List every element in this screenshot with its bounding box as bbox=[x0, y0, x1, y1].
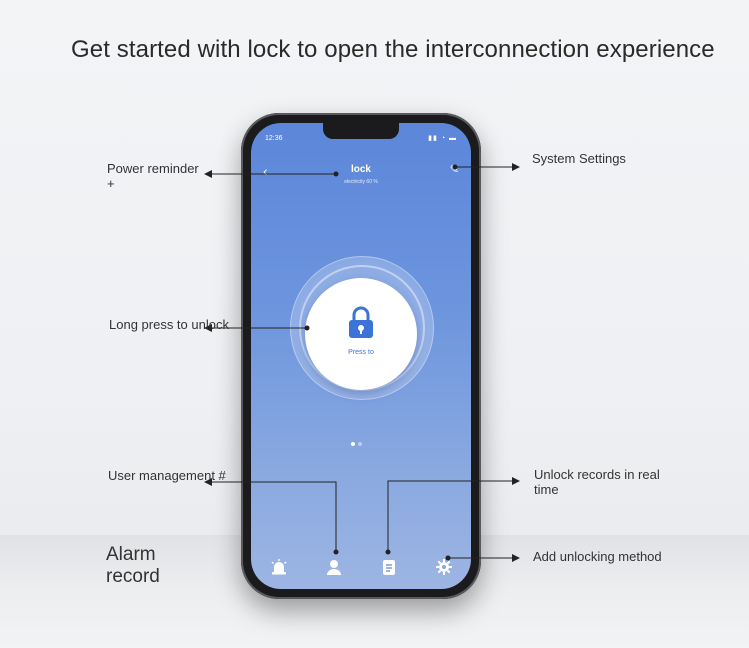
power-reminder-text: electricity 60 % bbox=[344, 179, 378, 185]
records-icon[interactable] bbox=[377, 555, 401, 579]
edit-icon[interactable]: ✎ bbox=[449, 164, 459, 176]
page-indicator bbox=[351, 433, 365, 451]
padlock-icon bbox=[349, 306, 373, 338]
page-headline: Get started with lock to open the interc… bbox=[71, 36, 715, 63]
bottom-tab-bar bbox=[251, 545, 471, 589]
callout-unlock-records: Unlock records in real time bbox=[534, 467, 660, 497]
callout-long-press: Long press to unlock bbox=[109, 317, 229, 332]
callout-user-management: User management # bbox=[108, 468, 226, 483]
phone-screen: 12:36 ▮▮ ◔ ▬ ‹ lock electricity 60 % ✎ P… bbox=[251, 123, 471, 589]
status-time: 12:36 bbox=[265, 135, 283, 142]
chevron-left-icon[interactable]: ‹ bbox=[263, 163, 268, 179]
unlock-button[interactable]: Press to bbox=[305, 278, 417, 390]
status-icons: ▮▮ ◔ ▬ bbox=[428, 135, 457, 142]
app-title: lock bbox=[350, 164, 371, 175]
callout-add-unlocking: Add unlocking method bbox=[533, 549, 662, 564]
page-dot-active bbox=[351, 442, 355, 446]
user-icon[interactable] bbox=[322, 555, 346, 579]
page-dot bbox=[358, 442, 362, 446]
callout-system-settings: System Settings bbox=[532, 151, 626, 166]
phone-mockup: 12:36 ▮▮ ◔ ▬ ‹ lock electricity 60 % ✎ P… bbox=[241, 113, 481, 599]
alarm-icon[interactable] bbox=[267, 555, 291, 579]
phone-notch bbox=[323, 123, 399, 139]
gear-icon[interactable] bbox=[432, 555, 456, 579]
press-label: Press to bbox=[348, 349, 374, 356]
callout-power-reminder: Power reminder + bbox=[107, 161, 199, 191]
callout-alarm-record: Alarm record bbox=[106, 544, 160, 587]
